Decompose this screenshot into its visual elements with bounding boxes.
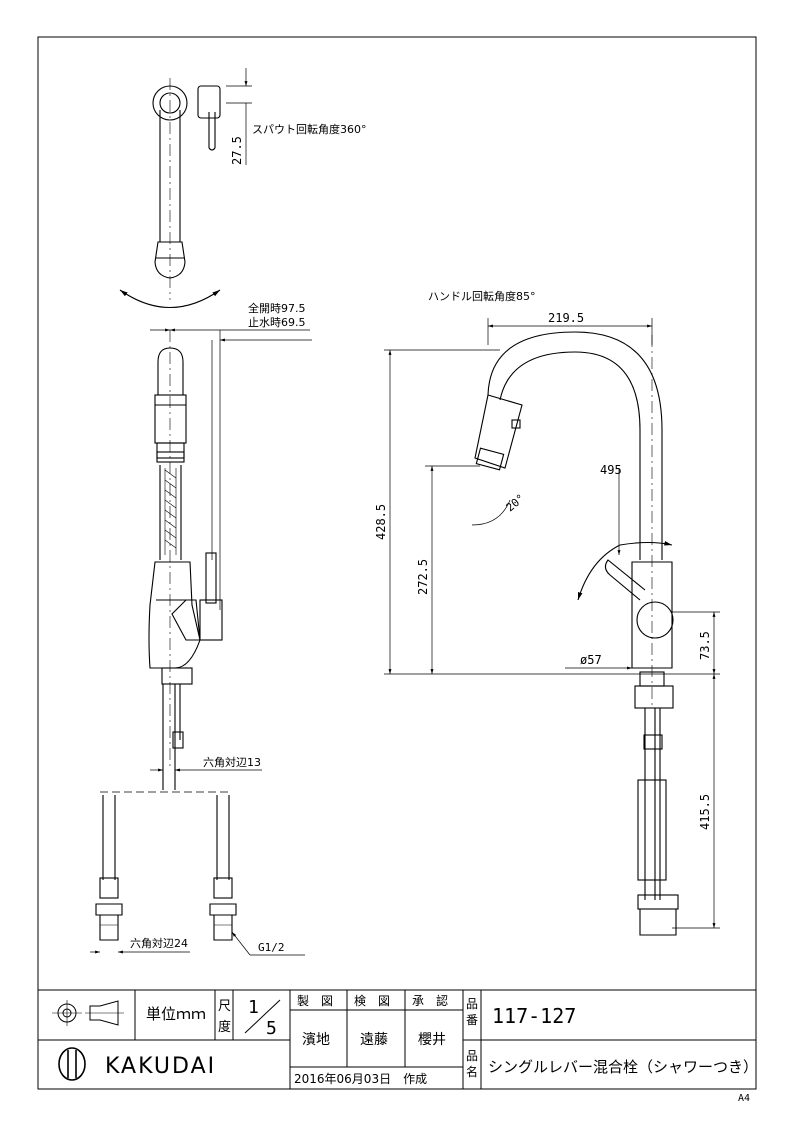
approved-label: 承 認	[412, 993, 448, 1008]
made-label: 製 図	[297, 994, 333, 1008]
full-open-label: 全開時97.5	[248, 301, 306, 315]
part-no-label-1: 品	[466, 997, 478, 1011]
hex13-label: 六角対辺13	[203, 755, 261, 769]
scale-label-2: 度	[218, 1019, 231, 1035]
closed-label: 止水時69.5	[248, 316, 306, 329]
front-view	[384, 318, 720, 936]
scale-label-1: 尺	[218, 999, 231, 1014]
top-view	[119, 68, 252, 308]
part-name-label-2: 名	[466, 1064, 478, 1079]
dim-495: 495	[600, 463, 622, 477]
handle-rotation-label: ハンドル回転角度85°	[428, 289, 536, 303]
side-view	[90, 328, 312, 956]
created-date: 2016年06月03日 作成	[294, 1072, 427, 1086]
spout-rotation-label: スパウト回転角度360°	[252, 122, 367, 136]
made-by: 濱地	[302, 1032, 330, 1048]
dim-27-5: 27.5	[230, 136, 244, 165]
unit-label: 単位ｍｍ	[146, 1005, 206, 1023]
scale-numerator: 1	[248, 997, 259, 1018]
approved-by: 櫻井	[418, 1031, 446, 1048]
dim-272-5: 272.5	[416, 559, 430, 595]
title-block	[38, 989, 756, 1089]
dim-57: ø57	[580, 653, 602, 667]
dim-415-5: 415.5	[698, 794, 712, 830]
angle-20: 20°	[504, 492, 528, 515]
dim-428-5: 428.5	[374, 504, 388, 540]
part-name-label-1: 品	[466, 1049, 478, 1063]
part-no-label-2: 番	[466, 1013, 478, 1027]
scale-denominator: 5	[266, 1018, 277, 1039]
dim-219-5: 219.5	[548, 311, 584, 325]
checked-label: 検 図	[354, 994, 390, 1008]
dim-73-5: 73.5	[698, 631, 712, 660]
part-number: 117-127	[492, 1004, 576, 1028]
checked-by: 遠藤	[360, 1032, 388, 1048]
hex24-label: 六角対辺24	[130, 936, 188, 950]
paper-size: A4	[738, 1093, 750, 1104]
brand-logo: KAKUDAI	[105, 1054, 216, 1079]
part-name: シングルレバー混合栓（シャワーつき）	[488, 1058, 758, 1076]
drawing-frame	[37, 36, 757, 1090]
thread-label: G1/2	[258, 941, 285, 954]
